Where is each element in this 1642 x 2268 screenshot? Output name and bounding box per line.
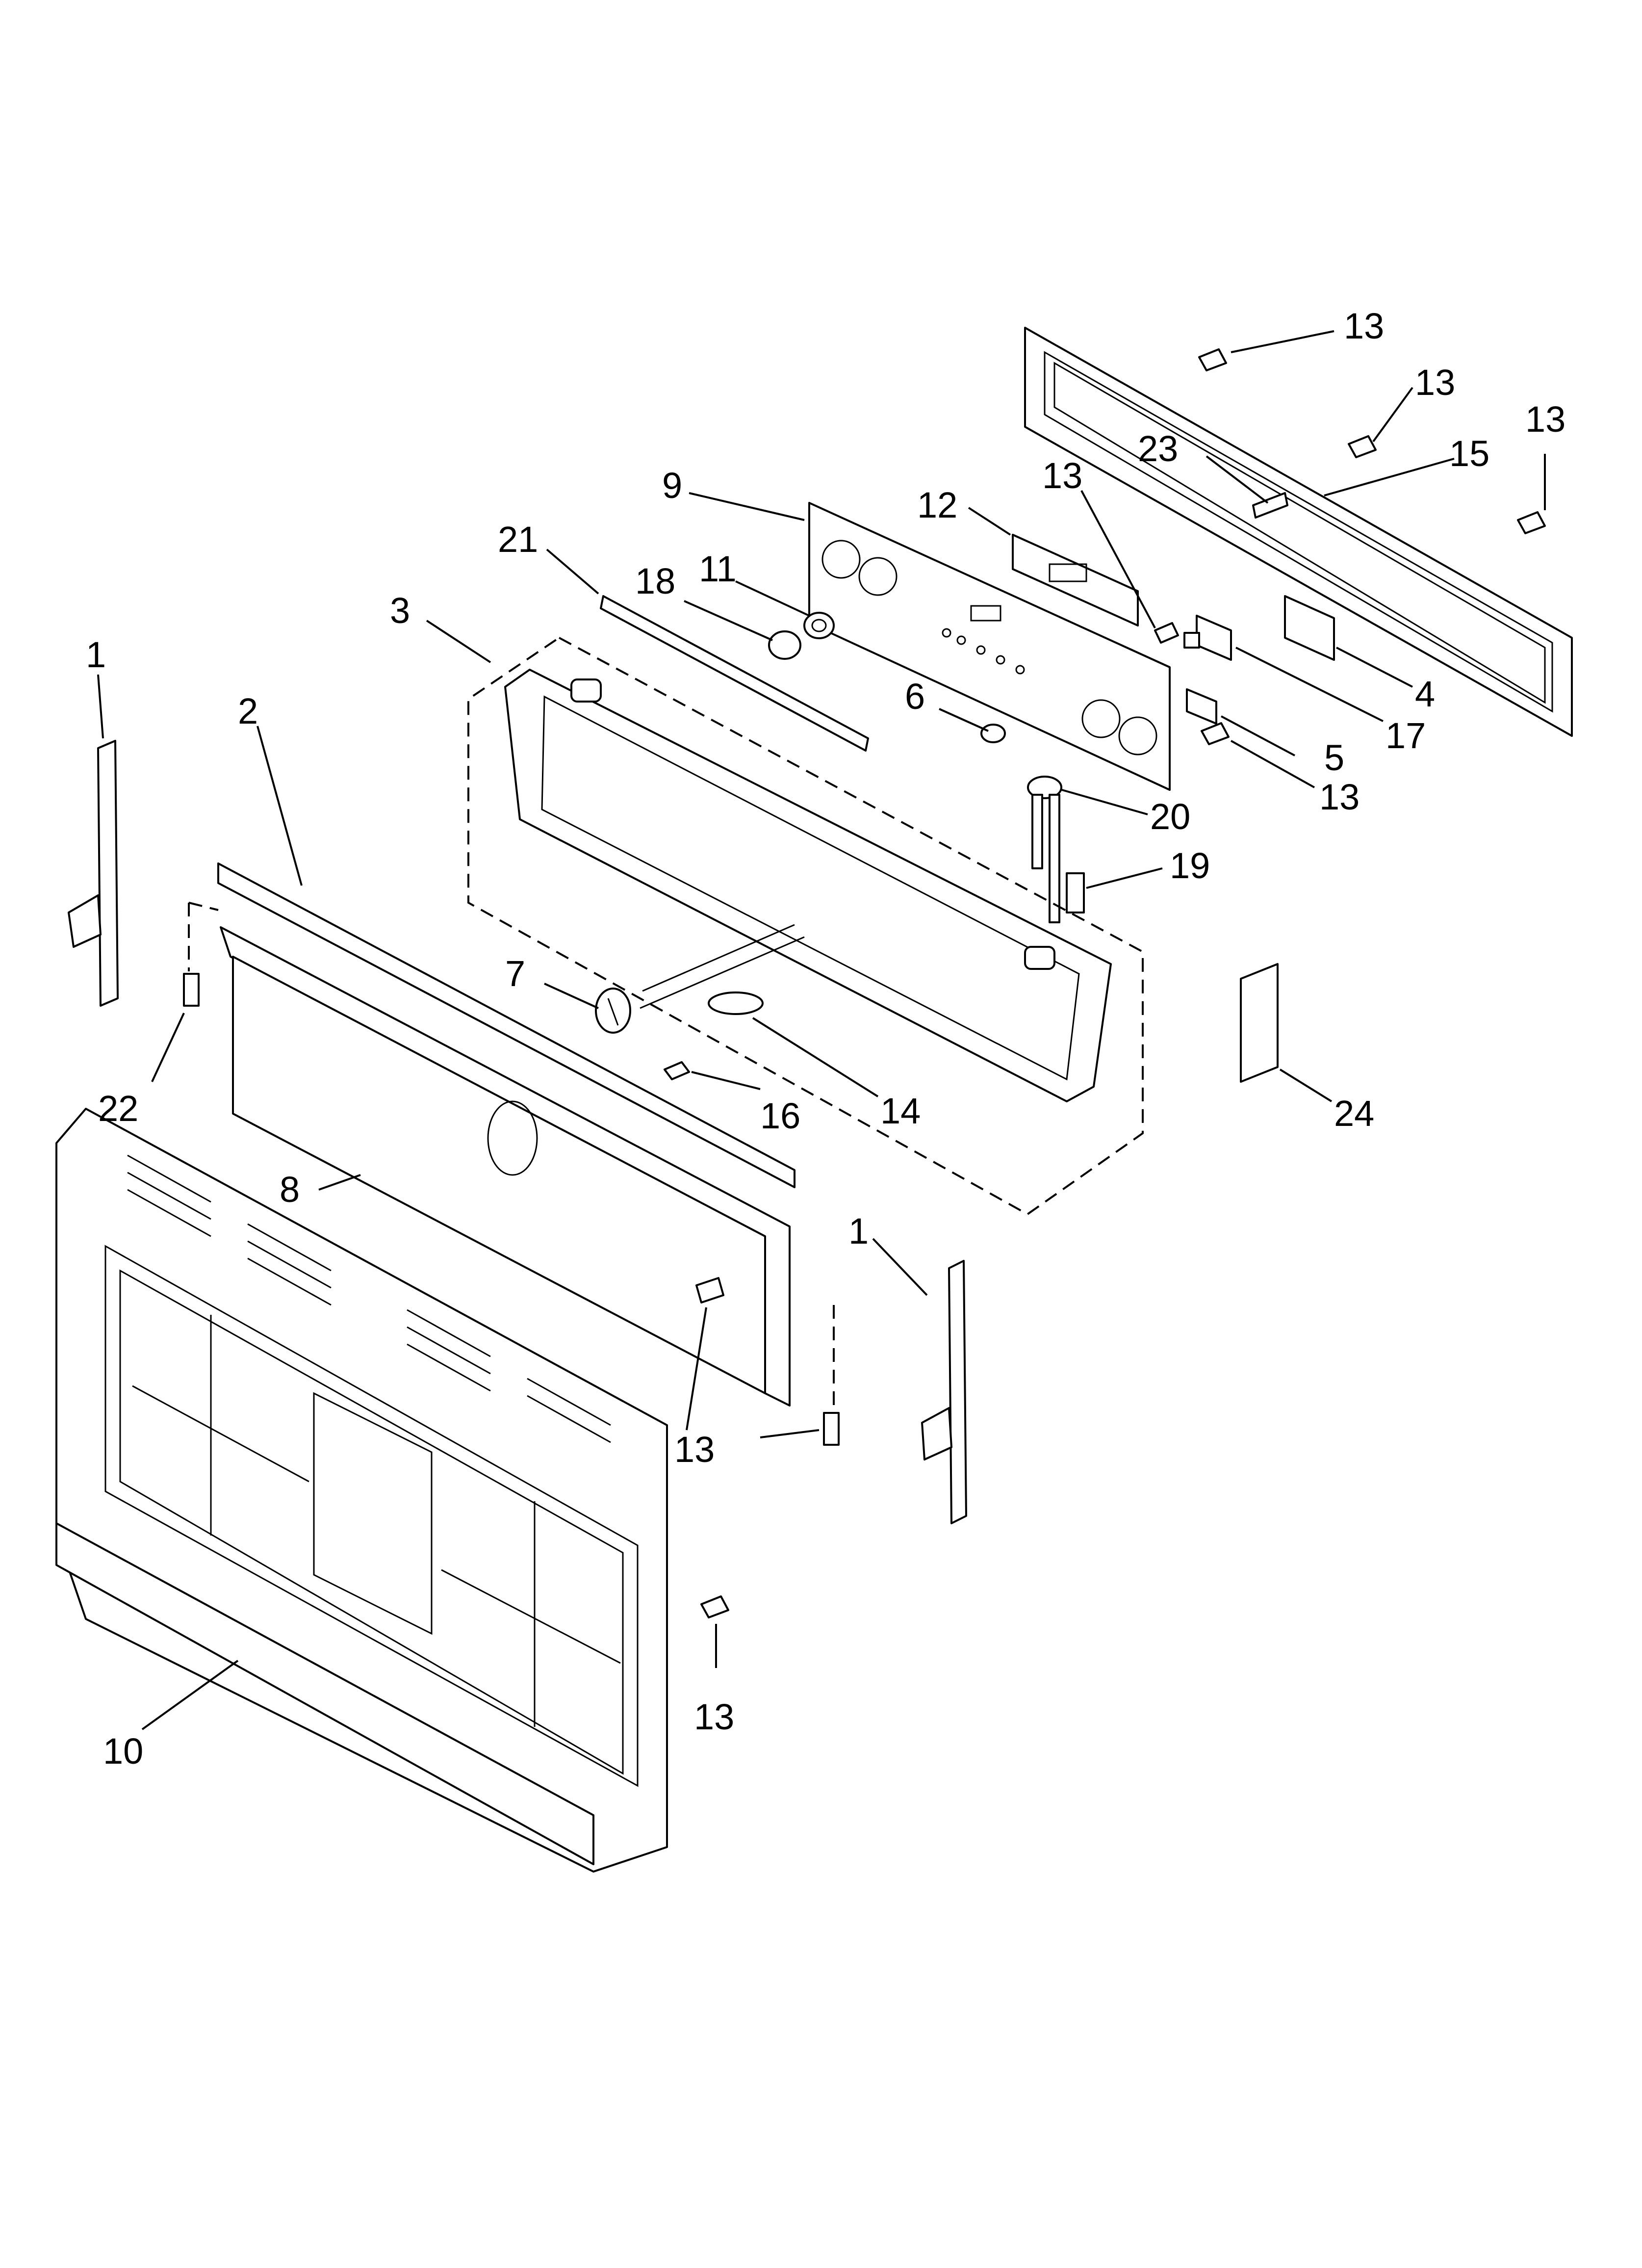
part-12-display-board — [1012, 534, 1139, 626]
callout-2: 2 — [238, 691, 258, 731]
callout-1-left: 1 — [86, 634, 106, 675]
part-1-endcap-left — [68, 740, 119, 1007]
leader-lines — [97, 330, 1546, 1730]
callout-13-b: 13 — [1415, 362, 1455, 403]
part-9-control-panel — [808, 502, 1171, 791]
part-17-switch — [1183, 615, 1232, 661]
callout-7: 7 — [505, 953, 525, 994]
callout-23: 23 — [1138, 428, 1178, 469]
callout-12: 12 — [917, 485, 957, 525]
callout-22: 22 — [98, 1088, 138, 1129]
part-20-sensor — [1027, 776, 1062, 923]
callout-1-right: 1 — [848, 1211, 869, 1251]
callout-5: 5 — [1324, 737, 1344, 778]
callout-3: 3 — [390, 590, 410, 631]
callout-6: 6 — [905, 676, 925, 717]
callout-labels: 1 1 2 3 4 5 6 7 8 9 10 11 12 13 13 13 13… — [86, 306, 1565, 1772]
callout-9: 9 — [662, 465, 682, 506]
part-8-baffle — [232, 956, 766, 1394]
part-22-screw — [183, 973, 200, 1007]
callout-10: 10 — [103, 1731, 143, 1772]
callout-8: 8 — [280, 1169, 300, 1210]
part-18-knob-cap — [768, 630, 801, 660]
part-13-screws — [695, 348, 1546, 1618]
part-6-bolt — [980, 724, 1006, 743]
callout-13-a: 13 — [1344, 306, 1384, 346]
part-3-console — [467, 636, 1144, 1216]
callout-24: 24 — [1334, 1093, 1374, 1134]
part-11-spring — [803, 612, 835, 639]
part-24-clip — [1240, 963, 1279, 1083]
callout-17: 17 — [1385, 715, 1426, 756]
callout-11: 11 — [699, 548, 737, 589]
callout-13-e: 13 — [1319, 777, 1360, 817]
part-7-knob — [595, 988, 631, 1034]
callout-21: 21 — [498, 519, 538, 560]
callout-13-d: 13 — [1042, 455, 1082, 496]
part-23-clip — [1252, 492, 1288, 519]
callout-14: 14 — [880, 1091, 921, 1131]
part-1-endcap-right — [921, 1260, 967, 1524]
callout-4: 4 — [1415, 674, 1435, 714]
part-5-relay — [1186, 688, 1217, 725]
callout-13-c: 13 — [1525, 399, 1565, 440]
callout-19: 19 — [1170, 845, 1210, 886]
part-10-back-panel — [55, 1108, 668, 1873]
callout-13-g: 13 — [694, 1696, 734, 1737]
part-21-bracket — [600, 595, 869, 752]
part-16-screw — [664, 1061, 690, 1080]
callout-15: 15 — [1449, 433, 1489, 474]
part-19-plug — [1066, 872, 1085, 913]
part-15-rear-frame — [1024, 327, 1573, 737]
callout-16: 16 — [760, 1095, 800, 1136]
callout-13-f: 13 — [674, 1429, 715, 1470]
callout-18: 18 — [635, 561, 675, 601]
callout-20: 20 — [1150, 796, 1190, 837]
part-4-switch-block — [1284, 595, 1335, 661]
